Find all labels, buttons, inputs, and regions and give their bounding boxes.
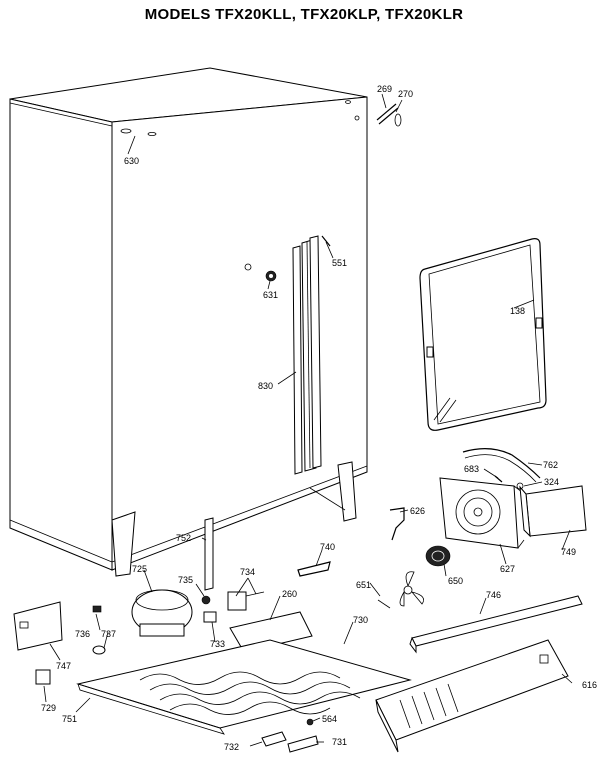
callout-551: 551 [332, 258, 347, 268]
callout-626: 626 [410, 506, 425, 516]
callout-labels: 269 270 630 551 631 138 830 762 683 324 … [41, 84, 597, 752]
callout-630: 630 [124, 156, 139, 166]
part-729-block [35, 669, 51, 685]
callout-734: 734 [240, 567, 255, 577]
part-138-heater-loop [419, 238, 547, 431]
part-733-relay [203, 611, 217, 623]
callout-729: 729 [41, 703, 56, 713]
callout-138: 138 [510, 306, 525, 316]
part-627-fan-shroud [439, 477, 525, 549]
part-830-mullion [292, 235, 322, 475]
part-564-screw [306, 718, 314, 726]
callout-260: 260 [282, 589, 297, 599]
part-631-grommet [265, 270, 277, 282]
part-616-grille [375, 639, 569, 753]
part-626-clip [389, 507, 405, 541]
part-735-grommet [201, 595, 211, 605]
part-551-screw [321, 235, 331, 247]
part-734-overload [227, 591, 265, 611]
callout-650: 650 [448, 576, 463, 586]
part-749-cover [519, 485, 587, 538]
part-740-clip [297, 561, 331, 577]
part-260-drain-pan [229, 611, 313, 653]
callout-651: 651 [356, 580, 371, 590]
callout-324: 324 [544, 477, 559, 487]
callout-751: 751 [62, 714, 77, 724]
callout-616: 616 [582, 680, 597, 690]
callout-736: 736 [75, 629, 90, 639]
part-324-screw [516, 482, 524, 490]
callout-725: 725 [132, 564, 147, 574]
callout-737: 737 [101, 629, 116, 639]
callout-270: 270 [398, 89, 413, 99]
callout-733: 733 [210, 639, 225, 649]
callout-627: 627 [500, 564, 515, 574]
callout-564: 564 [322, 714, 337, 724]
callout-830: 830 [258, 381, 273, 391]
part-730-condenser [76, 639, 412, 729]
part-732-pad [261, 731, 287, 747]
part-751-base [77, 683, 225, 735]
callout-731: 731 [332, 737, 347, 747]
part-746-strip [409, 595, 583, 654]
callout-749: 749 [561, 547, 576, 557]
part-725-compressor [131, 589, 193, 637]
part-731-pad [287, 735, 319, 753]
part-650-fan-motor [425, 545, 451, 567]
cabinet [9, 67, 368, 577]
part-762-tube [462, 448, 541, 479]
callout-740: 740 [320, 542, 335, 552]
callout-269: 269 [377, 84, 392, 94]
part-269-270-hinge [376, 103, 402, 127]
part-651-fan-blade [377, 571, 425, 609]
callout-746: 746 [486, 590, 501, 600]
callout-730: 730 [353, 615, 368, 625]
leader-lines [43, 93, 573, 747]
part-736-clip [92, 605, 102, 613]
callout-683: 683 [464, 464, 479, 474]
callout-732: 732 [224, 742, 239, 752]
callout-735: 735 [178, 575, 193, 585]
diagram-title: MODELS TFX20KLL, TFX20KLP, TFX20KLR [144, 6, 464, 23]
part-752-bracket [204, 517, 214, 591]
callout-752: 752 [176, 533, 191, 543]
part-737-grommet [92, 645, 106, 655]
callout-631: 631 [263, 290, 278, 300]
callout-747: 747 [56, 661, 71, 671]
part-747-bracket [13, 601, 63, 651]
callout-762: 762 [543, 460, 558, 470]
